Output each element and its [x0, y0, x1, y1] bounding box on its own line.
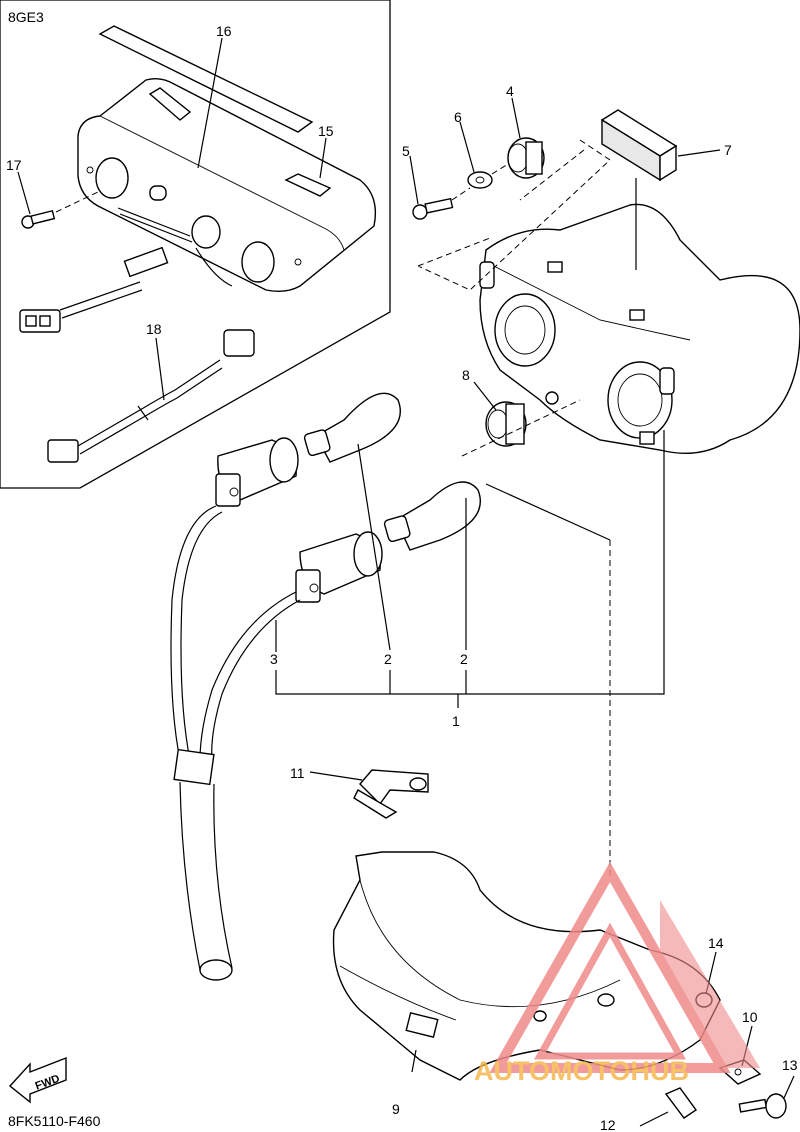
part-7-pad [600, 109, 678, 182]
inset-label: 8GE3 [8, 9, 44, 25]
callout-11: 11 [290, 765, 305, 781]
grommet-plane-dash [461, 399, 581, 457]
leader-housing-to-axis [485, 483, 611, 541]
callout-9: 9 [392, 1101, 400, 1117]
callout-8: 8 [462, 367, 470, 383]
part-5-screw [412, 197, 454, 220]
callout-10: 10 [742, 1009, 758, 1025]
housing-plane-dash [417, 139, 611, 291]
housing-plane-dash-2 [519, 149, 585, 201]
callout-17: 17 [6, 157, 22, 173]
callout-14: 14 [708, 935, 724, 951]
inset-border [0, 0, 391, 489]
callout-15: 15 [318, 123, 334, 139]
part-17-screw [21, 209, 56, 229]
watermark: AUTOMOTOHUB [474, 861, 760, 1086]
leader-17-dash [55, 191, 99, 213]
inset-socket [117, 207, 233, 287]
inset-harness [19, 281, 143, 333]
watermark-text: AUTOMOTOHUB [474, 1056, 689, 1086]
part-12-clip [664, 1087, 697, 1119]
drawing-code: 8FK5110-F460 [8, 1113, 101, 1129]
part-8-grommet [485, 401, 527, 447]
part-2-bulb-upper [303, 392, 401, 463]
inset-tail-light-housing [77, 77, 377, 293]
watermark-logo-icon [489, 861, 760, 1073]
callout-16: 16 [216, 23, 232, 39]
part-6-washer [467, 171, 493, 189]
callout-6: 6 [454, 109, 462, 125]
fwd-arrow: FWD [8, 1056, 67, 1104]
callout-5: 5 [402, 143, 410, 159]
part-3-socket-upper [215, 437, 299, 507]
screw-axis-dash [451, 163, 509, 201]
part-16-lens-strip [98, 25, 314, 133]
callout-1: 1 [452, 713, 460, 729]
callout-7: 7 [724, 142, 732, 158]
fwd-arrow-icon [8, 1056, 67, 1104]
part-3-wire-harness [170, 505, 301, 981]
part-2-bulb-lower [383, 481, 481, 551]
assembly-bracket-1 [275, 430, 665, 695]
part-13-bolt [738, 1093, 787, 1119]
part-11-bracket [353, 769, 429, 819]
part-3-socket-lower [295, 531, 383, 603]
callout-2b: 2 [460, 651, 468, 667]
part-18-lead [47, 329, 255, 463]
tail-light-housing [479, 203, 800, 455]
part-4-grommet [507, 137, 545, 179]
callout-3: 3 [270, 651, 278, 667]
callout-2a: 2 [384, 651, 392, 667]
callout-12: 12 [600, 1117, 616, 1132]
inset-8ge3: 8GE3 [0, 0, 391, 489]
callout-4: 4 [506, 83, 514, 99]
callout-13: 13 [782, 1057, 798, 1073]
callout-18: 18 [146, 321, 162, 337]
